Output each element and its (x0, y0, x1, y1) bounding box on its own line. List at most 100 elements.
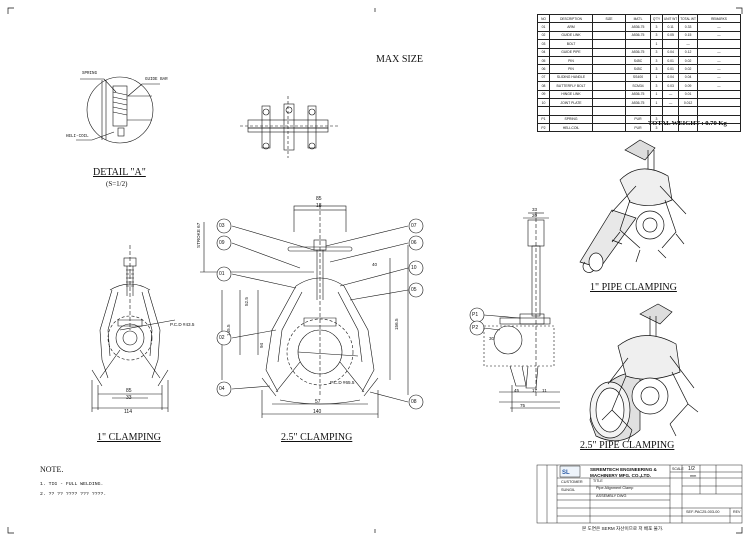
bom-cell-no: 10 (537, 97, 550, 108)
bom-cell-no: 06 (537, 64, 550, 74)
bom-cell-size (592, 22, 626, 32)
drawing-number: SEF-PAC25-003-00 (686, 510, 720, 514)
bom-cell-no: P2 (537, 123, 550, 133)
render-1inch-pipe-clamp (579, 139, 687, 273)
detail-spring-label: SPRING (82, 72, 98, 76)
bom-cell-size (592, 64, 626, 74)
pcd-2-5inch: P.C.D #65.5 (330, 380, 355, 385)
dim-140: 140 (313, 409, 322, 415)
customer-value: SUNGIL (561, 488, 576, 492)
bom-cell-no: 07 (537, 72, 550, 83)
bom-cell-size (592, 30, 626, 41)
bom-cell-qty: 1 (650, 39, 663, 49)
bom-cell-desc: GUIDE PIPE (549, 47, 593, 57)
company-name-line2: MACHINERY MFG. CO.,LTD. (590, 473, 651, 478)
bom-row (537, 106, 742, 116)
dim-stroke: STROKE 67 (196, 222, 201, 248)
bom-cell-desc: ARM (549, 22, 593, 32)
bom-cell-no: 08 (537, 81, 550, 91)
company-logo: SL (562, 470, 570, 476)
bom-cell-size (592, 72, 626, 83)
bom-cell-unit (661, 39, 680, 49)
bom-cell-size (592, 106, 626, 116)
bom-cell-matl (625, 39, 651, 49)
bom-cell-remarks: — (696, 64, 742, 74)
dim-57: 57 (315, 399, 321, 405)
customer-label: CUSTOMER (561, 480, 583, 484)
bom-cell-matl: A536-75 (625, 22, 651, 32)
bom-cell-desc: SLIDING HANDLE (549, 72, 593, 83)
bom-cell-total: 0.02 (678, 64, 698, 74)
bom-cell-no: 02 (537, 30, 550, 41)
bom-cell-remarks (696, 97, 742, 108)
bom-cell-unit: 0.01 (661, 64, 680, 74)
drawing-title: Pipe Alignment Clamp (596, 486, 634, 490)
bom-cell-total: 0.33 (678, 22, 698, 32)
dim-side-20: 20 (532, 213, 538, 218)
bom-cell-matl: A536-75 (625, 89, 651, 99)
bom-cell-total: 0.15 (678, 30, 698, 41)
dim-40: 40 (372, 262, 378, 267)
bom-cell-unit (661, 106, 680, 116)
bom-cell-qty: 1 (650, 97, 663, 108)
bom-cell-total: 0.09 (678, 81, 698, 91)
bom-cell-qty: 1 (650, 89, 663, 99)
clamp-side-view (483, 212, 560, 412)
dim-114: 114 (124, 409, 132, 415)
bom-cell-total: 0.012 (678, 97, 698, 108)
bom-cell-size (592, 81, 626, 91)
dim-85-top: 85 (316, 196, 322, 202)
bom-cell-remarks (696, 123, 742, 133)
bom-cell-desc: BUTTERFLY BOLT (549, 81, 593, 91)
bom-cell-no: 03 (537, 39, 550, 49)
bom-cell-remarks (696, 106, 742, 116)
pipe-clamping-2-5inch-title: 2.5" PIPE CLAMPING (580, 440, 675, 451)
bom-cell-total: 0.02 (678, 55, 698, 66)
callout-02: 02 (219, 335, 225, 341)
bom-cell-unit: — (661, 89, 680, 99)
bom-cell-remarks: — (696, 22, 742, 32)
bom-cell-size (592, 123, 626, 133)
clamping-1inch-title: 1" CLAMPING (97, 432, 161, 443)
title-label: TITLE (593, 479, 603, 483)
bom-cell-unit: — (661, 97, 680, 108)
detail-a-title: DETAIL "A" (93, 167, 146, 178)
bom-cell-desc: HINGE LINK (549, 89, 593, 99)
bom-cell-qty: 3 (650, 22, 663, 32)
detail-a-view (76, 76, 160, 144)
bom-cell-desc: SPRING (549, 114, 593, 125)
bom-cell-total: 0.12 (678, 47, 698, 57)
title-block-grid (536, 464, 743, 524)
pcd-1inch: P.C.D #43.5 (170, 322, 195, 327)
bom-col-material: MAT'L (625, 13, 651, 24)
bom-cell-desc: JOINT PLATE (549, 97, 593, 108)
bom-cell-no: 09 (537, 89, 550, 99)
bom-cell-remarks: — (696, 55, 742, 66)
bom-cell-unit: 0.04 (661, 47, 680, 57)
bom-cell-matl: PUR (625, 114, 651, 125)
clamp-2-5inch-front-view (200, 205, 409, 418)
bom-cell-no (537, 106, 550, 116)
dim-94: 94 (259, 342, 264, 348)
bom-cell-desc: PIN (549, 55, 593, 66)
callout-07: 07 (411, 223, 417, 229)
bom-cell-remarks: — (696, 47, 742, 57)
detail-guide-bar-label: GUIDE BAR (145, 78, 168, 82)
max-size-label: MAX SIZE (376, 54, 423, 65)
bom-cell-unit: 0.04 (661, 72, 680, 83)
bom-col-unit-wt: UNIT WT (661, 13, 680, 24)
bom-cell-qty: 3 (650, 55, 663, 66)
bom-col-description: DESCRIPTION (549, 13, 593, 24)
bill-of-materials-table: NO DESCRIPTION SIZE MAT'L Q'TY UNIT WT T… (537, 13, 742, 133)
bom-cell-unit (661, 123, 680, 133)
bom-cell-unit: 0.01 (661, 55, 680, 66)
bom-cell-qty: 3 (650, 30, 663, 41)
